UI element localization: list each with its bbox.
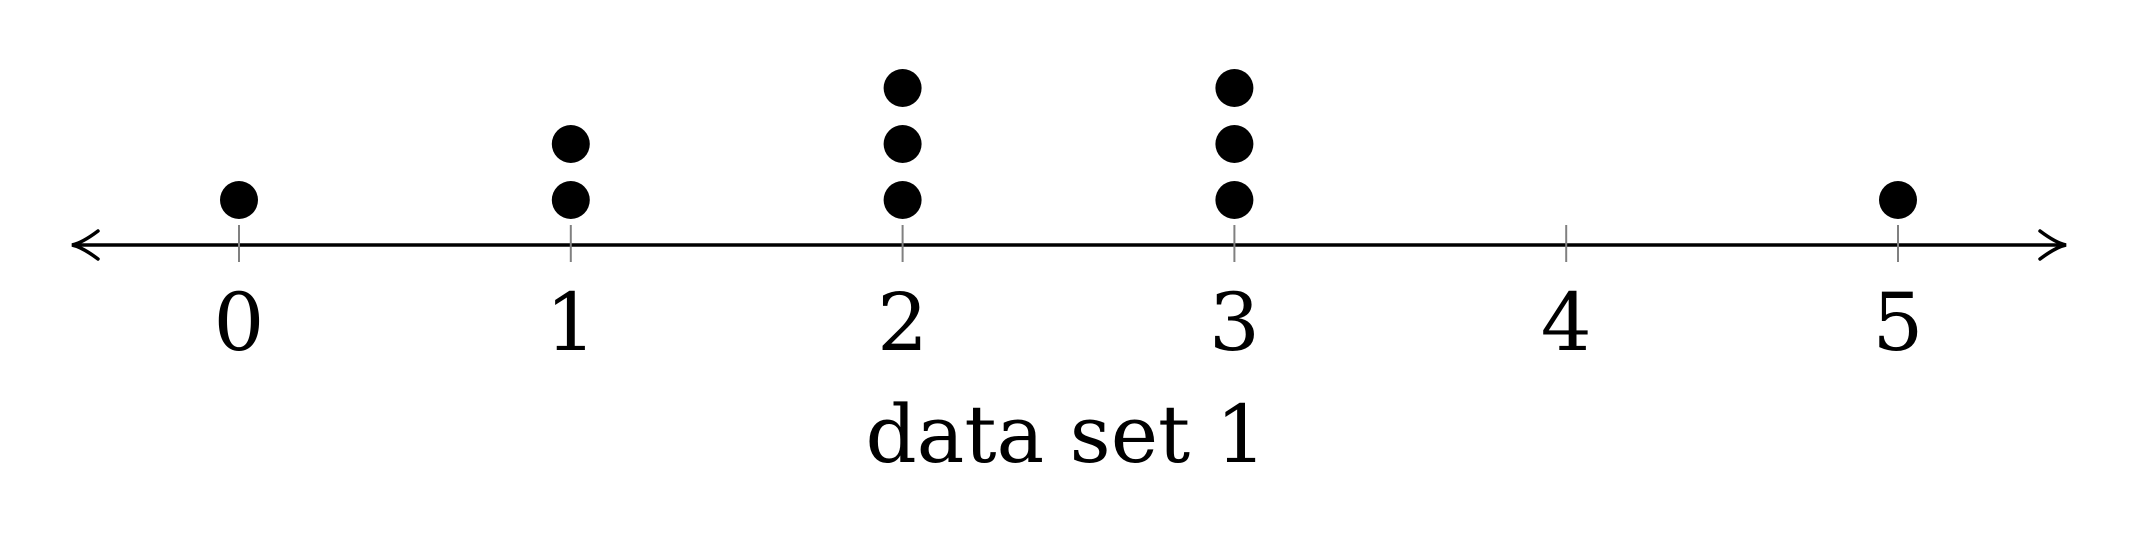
data-dot-1-2 <box>551 125 590 163</box>
tick-label-1: 1 <box>545 276 596 369</box>
data-dot-3-3 <box>1215 69 1254 107</box>
x-axis-title: data set 1 <box>865 388 1266 481</box>
tick-labels: 0 1 2 3 4 5 <box>214 276 1924 369</box>
right-arrow-icon <box>2038 229 2067 261</box>
data-dot-2-1 <box>883 181 922 219</box>
data-dot-5-1 <box>1879 181 1917 219</box>
data-dot-3-1 <box>1215 181 1254 219</box>
number-line-axis <box>71 229 2067 261</box>
data-dots <box>220 69 1917 219</box>
data-dot-2-2 <box>883 125 922 163</box>
data-dot-2-3 <box>883 69 922 107</box>
data-dot-0-1 <box>220 181 258 219</box>
tick-label-4: 4 <box>1541 276 1592 369</box>
data-dot-1-1 <box>551 181 590 219</box>
tick-label-0: 0 <box>214 276 265 369</box>
left-arrow-icon <box>71 229 100 261</box>
tick-label-2: 2 <box>877 276 928 369</box>
tick-label-5: 5 <box>1873 276 1924 369</box>
tick-label-3: 3 <box>1209 276 1260 369</box>
data-dot-3-2 <box>1215 125 1254 163</box>
tick-marks <box>238 225 1899 262</box>
